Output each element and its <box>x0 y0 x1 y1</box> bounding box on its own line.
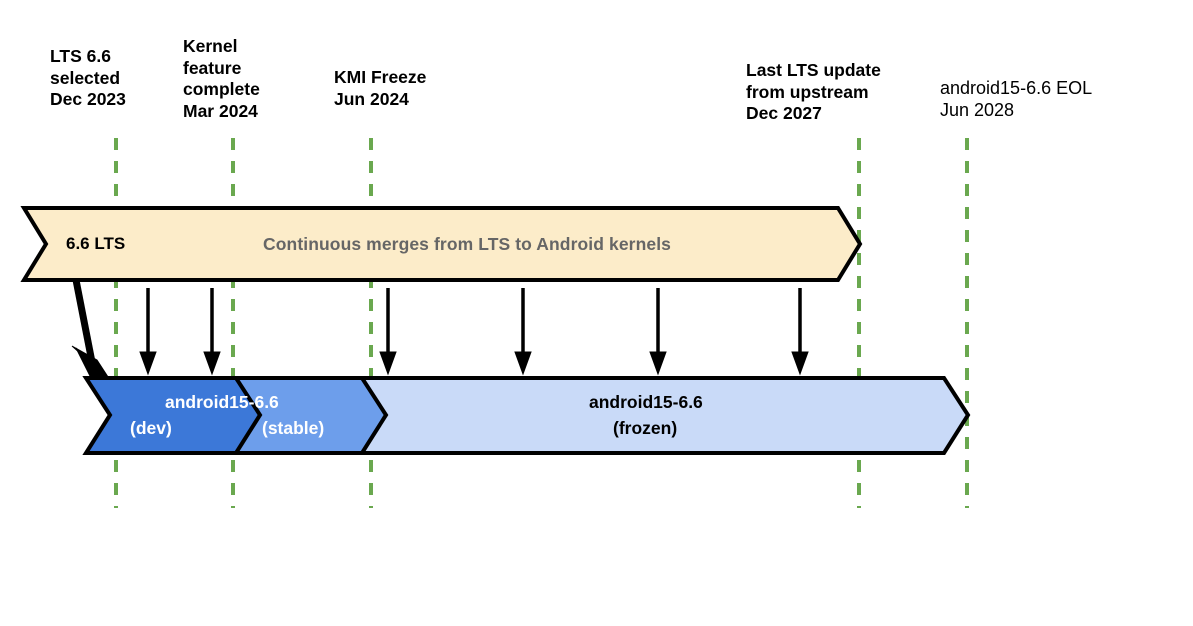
merge-arrow-1 <box>139 288 157 376</box>
lts-bar-shape <box>20 206 863 282</box>
milestone-label-kernel-feature-complete: Kernel feature complete Mar 2024 <box>183 36 260 121</box>
merge-arrow-3 <box>379 288 397 376</box>
milestone-label-android15-eol: android15-6.6 EOL Jun 2028 <box>940 78 1093 120</box>
android-frozen-shape <box>336 376 971 455</box>
milestone-label-kmi-freeze: KMI Freeze Jun 2024 <box>334 67 427 109</box>
milestone-label-lts-selected: LTS 6.6 selected Dec 2023 <box>50 46 126 109</box>
android-dev-shape <box>82 376 263 455</box>
merge-arrow-6 <box>791 288 809 376</box>
milestone-label-last-lts-update: Last LTS update from upstream Dec 2027 <box>746 60 881 123</box>
merge-arrow-4 <box>514 288 532 376</box>
merge-arrow-slanted <box>71 279 111 381</box>
merge-arrow-5 <box>649 288 667 376</box>
merge-arrow-2 <box>203 288 221 376</box>
